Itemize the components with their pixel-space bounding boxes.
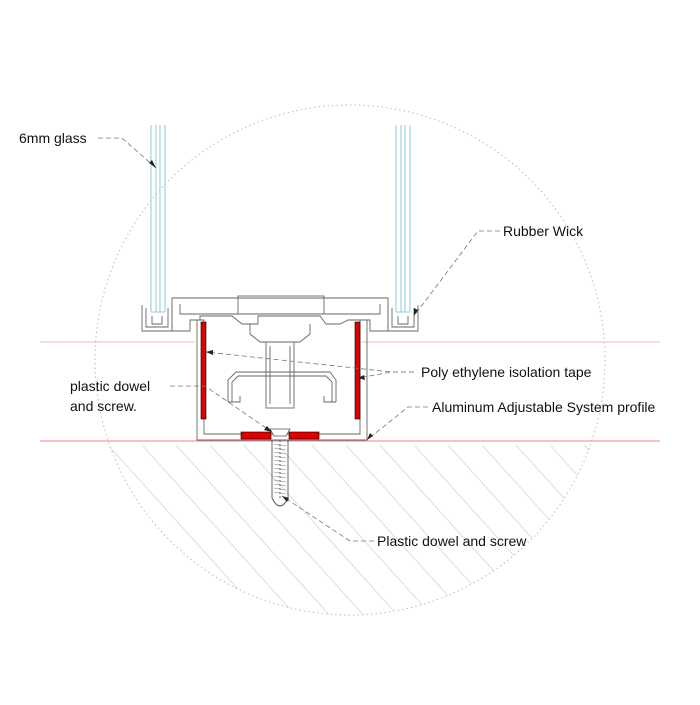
label-dowel-left-line2: and screw. [70,398,137,414]
isolation-tape-bottom-left [240,431,272,440]
glass-pane-right [395,125,411,313]
label-dowel-bottom: Plastic dowel and screw [377,533,527,549]
leader-glass [98,137,157,169]
arrow-tape-right [358,375,365,380]
label-glass: 6mm glass [19,130,87,146]
detail-circle [94,104,606,616]
leader-aluminum [366,406,428,441]
label-dowel-left-line1: plastic dowel [70,378,150,394]
arrow-dowel-left [264,426,272,432]
isolation-tape [200,321,361,440]
isolation-tape-bottom-right [288,431,320,440]
arrow-glass [149,160,156,168]
screw-head [269,428,291,437]
aluminum-base-profile [196,319,368,441]
leader-tape-left [205,351,414,373]
arrow-dowel-bottom [282,496,289,502]
isolation-tape-left [200,321,207,420]
label-isolation-tape: Poly ethylene isolation tape [421,364,592,380]
leader-tape-right [357,371,414,379]
leader-rubber-wick [413,230,500,317]
arrow-tape-left [206,350,213,355]
floor-hatching [95,444,605,615]
label-rubber-wick: Rubber Wick [503,223,584,239]
label-aluminum-profile: Aluminum Adjustable System profile [432,399,656,415]
screw-thread [273,443,287,495]
aluminum-top-profile [141,295,419,409]
arrow-rubber-wick [414,308,418,316]
glass-pane-left [150,125,166,313]
leader-lines [98,137,500,542]
isolation-tape-right [354,321,361,420]
leader-dowel-left [170,385,273,433]
leader-dowel-bottom [281,495,374,542]
arrow-aluminum [367,433,373,440]
arrow-tips [149,160,418,502]
